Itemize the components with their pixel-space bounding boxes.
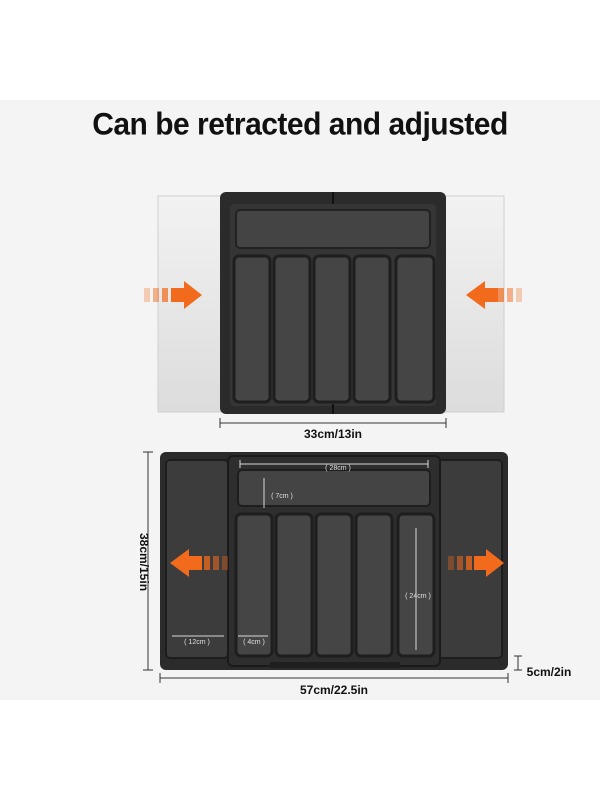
long-slot-depth-label: ( 7cm ) (271, 493, 293, 500)
slot-width-label: ( 4cm ) (243, 639, 265, 646)
arrow-left-in-icon (466, 281, 522, 309)
arrow-right-out-icon (448, 549, 504, 577)
retracted-slots (232, 254, 436, 404)
expanded-long-compartment (237, 469, 431, 507)
arrow-left-out-icon (170, 549, 228, 577)
slot-length-label: ( 24cm ) (405, 593, 431, 600)
arrow-right-in-icon (144, 281, 202, 309)
side-bin-width-label: ( 12cm ) (184, 639, 210, 646)
height-label: 5cm/2in (527, 665, 572, 679)
headline: Can be retracted and adjusted (92, 107, 508, 142)
retracted-tray-group (144, 192, 522, 428)
left-extension-ghost (157, 195, 229, 413)
top-long-compartment (235, 209, 431, 249)
expanded-slots (234, 512, 436, 658)
inner-measure-lines (172, 460, 429, 650)
long-slot-width-label: ( 28cm ) (325, 465, 351, 472)
expanded-width-label: 57cm/22.5in (300, 683, 368, 697)
right-extension-ghost (437, 195, 505, 413)
depth-label: 38cm/15in (137, 533, 151, 591)
expanded-tray-group (143, 451, 522, 683)
outer-dimension-lines (143, 451, 522, 683)
retracted-width-dimension (219, 418, 447, 428)
retracted-width-label: 33cm/13in (304, 427, 362, 441)
